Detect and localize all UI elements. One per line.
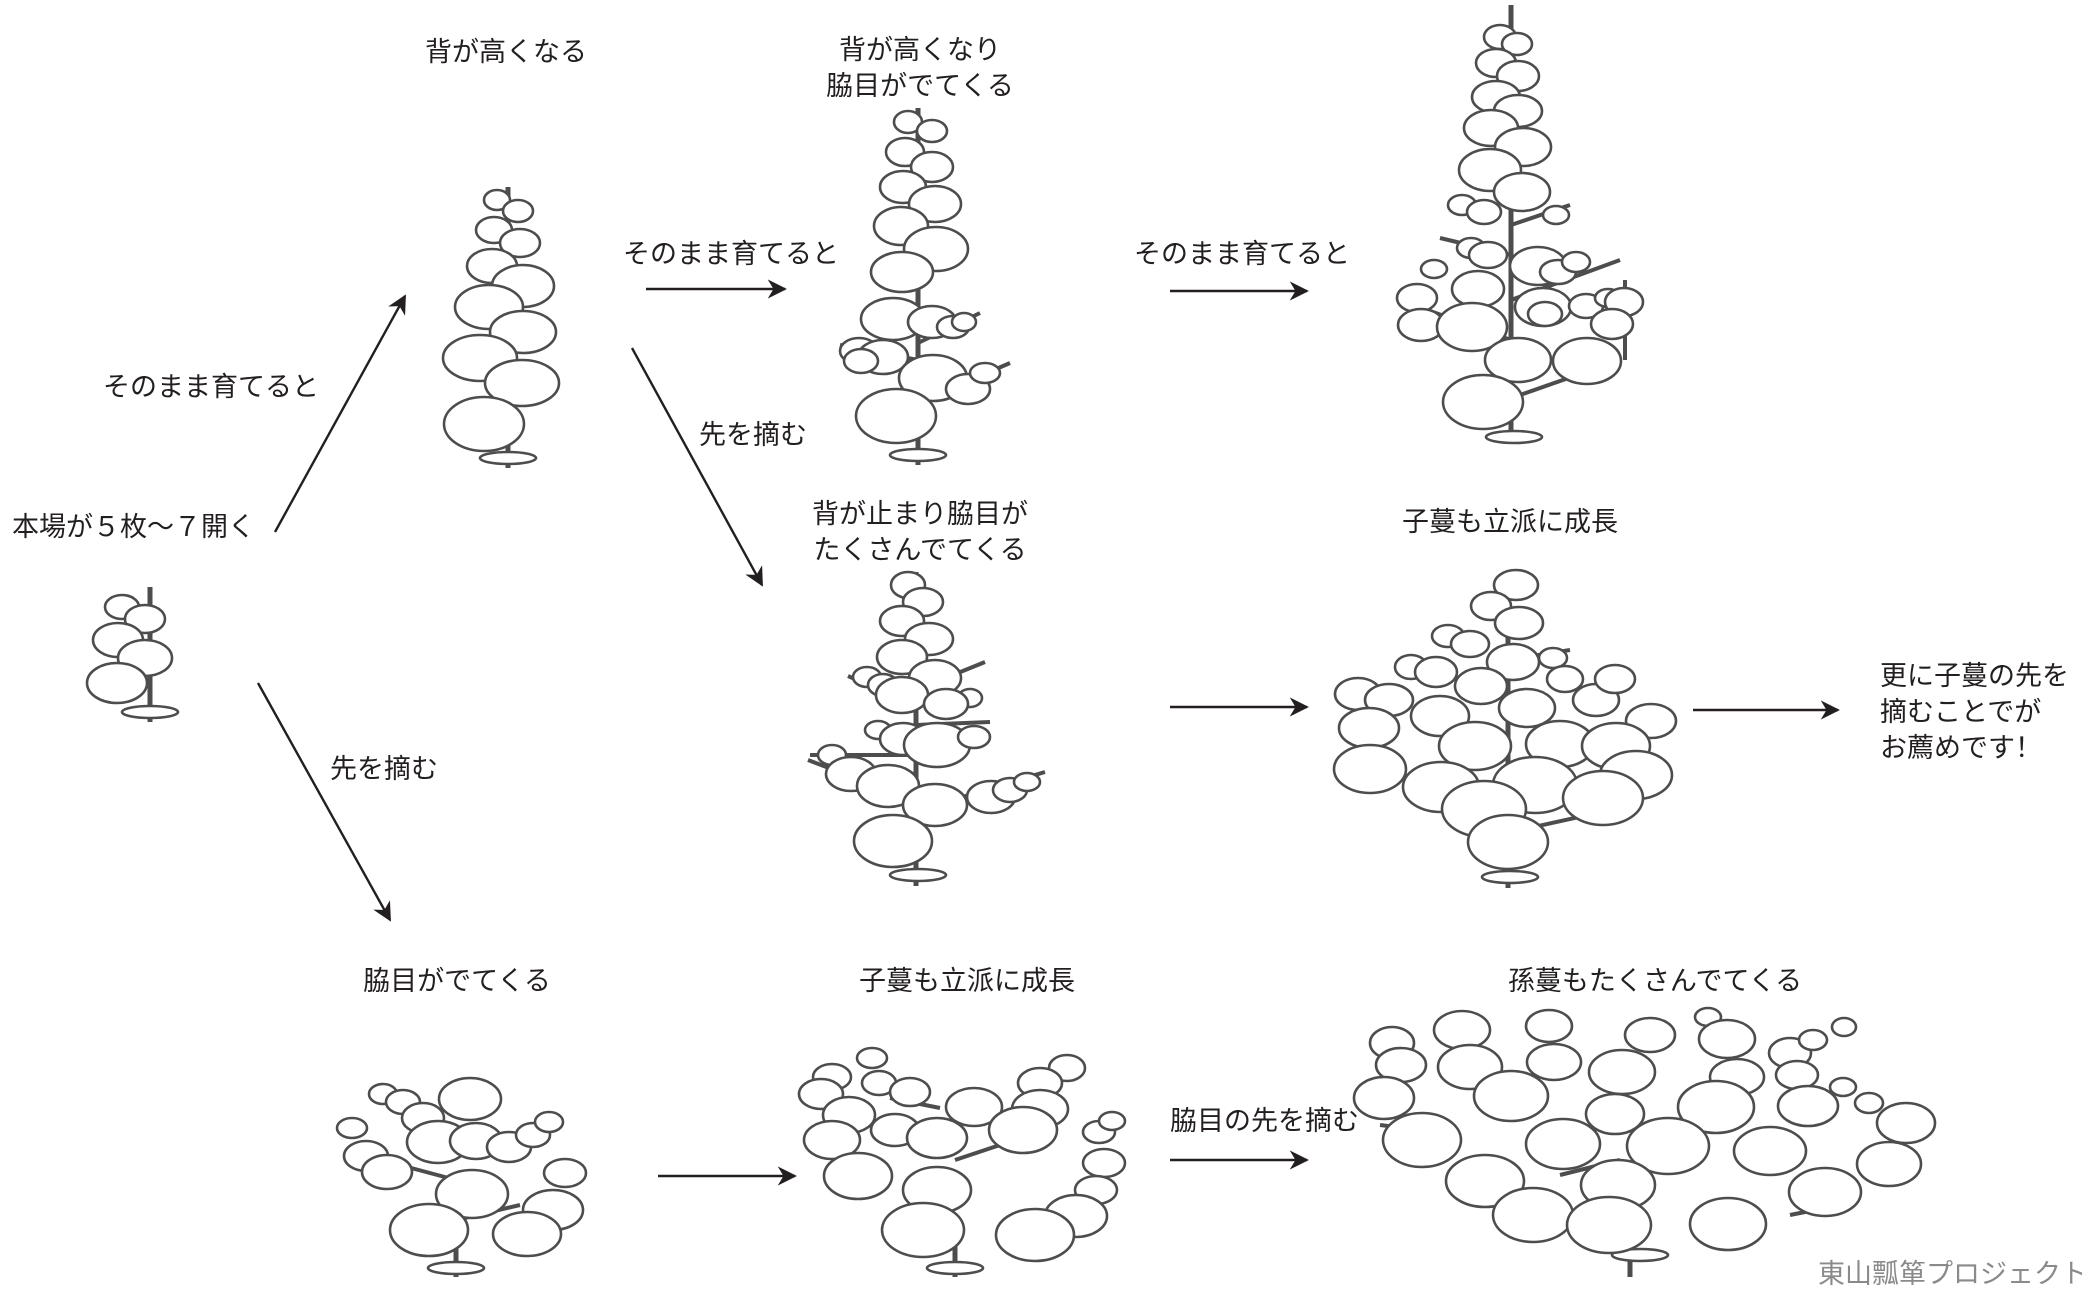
label-tall-buds-1: 背が高くなり — [839, 35, 1001, 66]
label-start: 本場が５枚〜７開く — [12, 512, 255, 543]
arrow-start-to-buds — [256, 682, 392, 922]
label-recommend-2: 摘むことでが — [1880, 697, 2042, 728]
plant-grandvines — [1352, 1006, 1937, 1277]
label-grow-up-left: そのまま育てると — [103, 372, 319, 403]
label-pinch-mid: 先を摘む — [699, 420, 807, 451]
plant-vines-bottom — [797, 1046, 1127, 1277]
label-buds: 脇目がでてくる — [363, 966, 551, 997]
label-tall-buds-2: 脇目がでてくる — [826, 71, 1014, 102]
plant-large-tall — [1395, 5, 1645, 445]
label-stop-buds-2: たくさんでてくる — [813, 535, 1027, 566]
plant-buds — [335, 1076, 588, 1277]
plant-tall — [441, 187, 561, 468]
label-grandvines: 孫蔓もたくさんでてくる — [1507, 966, 1803, 997]
plant-stop-buds — [807, 570, 1046, 886]
arrows — [256, 279, 1840, 1186]
label-recommend-1: 更に子蔓の先を — [1880, 661, 2069, 692]
plant-start — [85, 587, 180, 722]
label-pinch-buds: 脇目の先を摘む — [1170, 1106, 1359, 1137]
plant-tall-buds — [838, 108, 1011, 465]
arrow-start-to-tall — [273, 294, 407, 533]
label-pinch-down-left: 先を摘む — [330, 754, 438, 785]
label-stop-buds-1: 背が止まり脇目が — [812, 499, 1028, 530]
plant-vines-mid — [1332, 568, 1678, 888]
label-grow-right-1: そのまま育てると — [623, 239, 839, 270]
label-recommend-3: お薦めです！ — [1880, 733, 2042, 764]
label-grow-right-2: そのまま育てると — [1134, 239, 1350, 270]
label-vines-grow-bottom: 子蔓も立派に成長 — [859, 966, 1075, 997]
arrow-tall-to-stopbuds — [630, 347, 764, 587]
label-tall: 背が高くなる — [425, 37, 587, 68]
label-vines-grow-mid: 子蔓も立派に成長 — [1402, 507, 1618, 538]
